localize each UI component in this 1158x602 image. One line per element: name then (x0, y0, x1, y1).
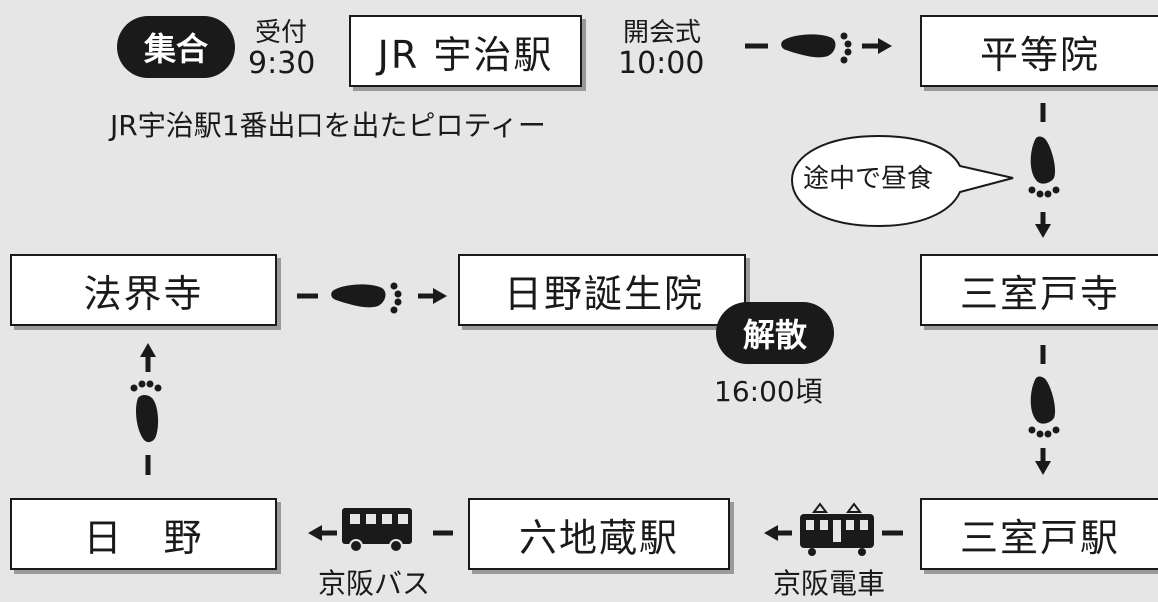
lunch-bubble-text: 途中で昼食 (803, 164, 934, 194)
arrow-up-head (140, 343, 156, 357)
arrow-down-head (1035, 461, 1051, 475)
stop-hino: 日 野 (10, 498, 277, 570)
stop-hokaiji: 法界寺 (10, 254, 277, 326)
dismissal-badge: 解散 (716, 302, 834, 364)
meeting-place-note: JR宇治駅1番出口を出たピロティー (110, 109, 546, 142)
footprint-icon (1028, 376, 1060, 438)
stop-hino-tanjoin: 日野誕生院 (458, 254, 746, 326)
keihan-bus-label: 京阪バス (318, 567, 431, 600)
stop-rokujizo-station: 六地蔵駅 (468, 498, 730, 570)
stop-mimurodo-station: 三室戸駅 (920, 498, 1158, 570)
arrow-left-head (764, 525, 778, 541)
stop-uji-station: JR 宇治駅 (349, 15, 582, 87)
stop-mimurotoji: 三室戸寺 (920, 254, 1158, 326)
stop-byodoin: 平等院 (920, 15, 1158, 87)
reception-time: 9:30 (248, 46, 316, 81)
opening-label: 開会式 (623, 18, 702, 48)
reception-label: 受付 (255, 18, 308, 48)
arrow-down-head (1035, 224, 1051, 238)
lunch-bubble-shape (790, 134, 1014, 228)
bus-icon (342, 508, 412, 553)
keihan-train-label: 京阪電車 (773, 567, 886, 600)
gather-badge: 集合 (117, 16, 235, 78)
arrow-right-head (878, 38, 892, 54)
footprint-icon (1028, 136, 1060, 198)
opening-time: 10:00 (618, 46, 705, 81)
footprint-icon (781, 32, 852, 64)
footprint-icon (130, 380, 162, 443)
dismissal-time: 16:00頃 (714, 375, 823, 408)
train-icon (800, 502, 874, 556)
arrow-right-head (433, 288, 447, 304)
footprint-icon (331, 282, 402, 314)
arrow-left-head (308, 525, 322, 541)
